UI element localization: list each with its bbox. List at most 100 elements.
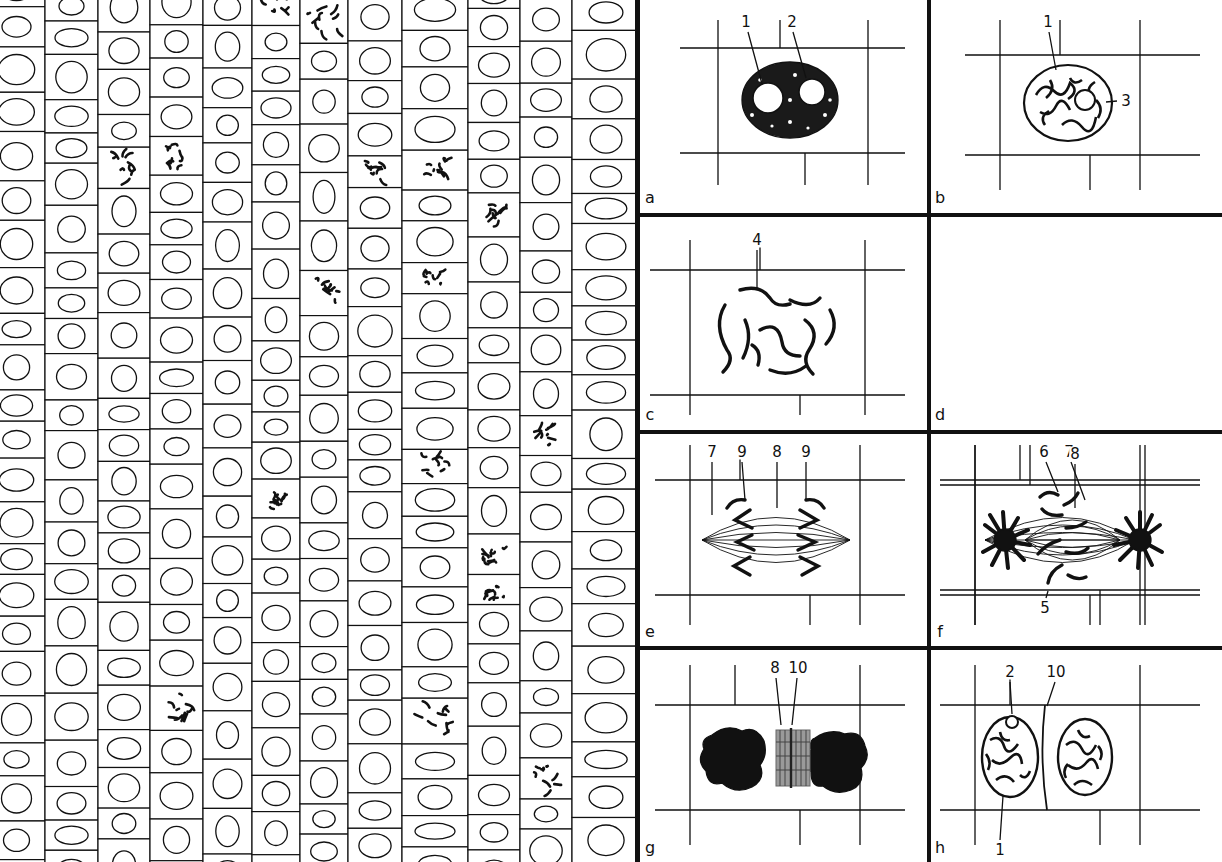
nucleus bbox=[109, 435, 138, 456]
cell-wall bbox=[150, 58, 203, 97]
illustration-part bbox=[1038, 492, 1088, 583]
cell-wall bbox=[98, 398, 150, 429]
nucleus bbox=[312, 687, 335, 706]
nucleus bbox=[56, 654, 86, 686]
nucleus bbox=[531, 335, 561, 364]
nucleus bbox=[481, 292, 508, 318]
nucleus bbox=[482, 693, 507, 717]
panel-letter: h bbox=[934, 840, 946, 856]
illustration-part bbox=[743, 320, 749, 358]
nucleus bbox=[265, 172, 287, 195]
nucleus bbox=[0, 469, 34, 491]
nucleus bbox=[420, 301, 450, 331]
cell-wall bbox=[402, 847, 468, 862]
nucleus bbox=[534, 379, 559, 408]
nucleus bbox=[586, 463, 625, 484]
cell-wall bbox=[402, 294, 468, 339]
nucleus bbox=[0, 99, 34, 126]
cell-wall bbox=[468, 775, 520, 814]
nucleus bbox=[360, 753, 391, 784]
cell-wall bbox=[252, 593, 300, 643]
cell-wall bbox=[45, 54, 98, 99]
cell-wall bbox=[572, 306, 635, 340]
illustration-part bbox=[702, 533, 850, 541]
cell-wall bbox=[300, 124, 348, 172]
nucleus bbox=[534, 806, 557, 822]
cell-wall bbox=[98, 461, 150, 501]
cell-wall bbox=[572, 0, 635, 30]
cell-wall bbox=[252, 643, 300, 682]
cell-wall bbox=[468, 534, 520, 575]
cell-wall bbox=[468, 84, 520, 123]
cell-wall bbox=[468, 683, 520, 727]
cell-wall bbox=[98, 0, 150, 32]
cell-wall bbox=[98, 273, 150, 313]
illustration-part bbox=[788, 120, 792, 124]
cell-wall bbox=[520, 292, 572, 328]
nucleus bbox=[55, 703, 88, 731]
nucleus bbox=[109, 241, 139, 265]
nucleus bbox=[215, 0, 241, 20]
cell-wall bbox=[203, 496, 252, 537]
cell-wall bbox=[252, 681, 300, 727]
nucleus bbox=[164, 612, 190, 634]
cell-wall bbox=[348, 81, 402, 114]
cell-wall bbox=[252, 0, 300, 25]
nucleus bbox=[359, 801, 391, 820]
nucleus bbox=[361, 278, 389, 298]
illustration-part bbox=[790, 298, 820, 305]
cell-wall bbox=[520, 492, 572, 542]
nucleus bbox=[1, 549, 33, 570]
nucleus bbox=[261, 98, 291, 118]
cell-wall bbox=[0, 181, 45, 221]
nucleus bbox=[0, 395, 32, 416]
chromosome bbox=[534, 766, 561, 796]
illustration-part bbox=[983, 512, 1162, 568]
nucleus bbox=[56, 859, 86, 862]
cell-wall bbox=[572, 224, 635, 270]
nucleus bbox=[363, 502, 388, 528]
chromosome bbox=[423, 270, 445, 285]
cell-wall bbox=[150, 429, 203, 464]
cell-wall bbox=[0, 696, 45, 743]
illustration-part bbox=[823, 113, 827, 117]
callout-number: 3 bbox=[1120, 94, 1132, 109]
nucleus bbox=[2, 703, 32, 735]
cell-wall bbox=[300, 601, 348, 647]
callout-number: 2 bbox=[1004, 665, 1016, 680]
cell-wall bbox=[98, 189, 150, 235]
nucleus bbox=[313, 90, 335, 113]
cell-wall bbox=[468, 644, 520, 683]
cell-wall bbox=[0, 220, 45, 267]
cell-wall bbox=[348, 539, 402, 581]
nucleus bbox=[264, 386, 288, 406]
cell-wall bbox=[0, 0, 45, 7]
nucleus bbox=[414, 0, 455, 21]
nucleus bbox=[533, 8, 560, 31]
nucleus bbox=[310, 404, 339, 434]
cell-wall bbox=[252, 299, 300, 341]
illustration-part bbox=[994, 529, 1016, 551]
cell-wall bbox=[520, 681, 572, 713]
nucleus bbox=[589, 2, 623, 23]
cell-wall bbox=[348, 392, 402, 429]
nucleus bbox=[0, 143, 32, 170]
cell-wall bbox=[300, 221, 348, 271]
callout-number: 1 bbox=[994, 843, 1006, 858]
nucleus bbox=[361, 5, 389, 30]
cell-wall bbox=[572, 742, 635, 777]
cell-wall bbox=[520, 0, 572, 41]
cell-wall bbox=[468, 47, 520, 84]
cell-wall bbox=[0, 47, 45, 92]
illustration-part bbox=[702, 540, 850, 563]
cell-wall bbox=[203, 222, 252, 269]
nucleus bbox=[262, 66, 289, 83]
cell-wall bbox=[348, 228, 402, 269]
nucleus bbox=[482, 496, 507, 527]
illustration-part bbox=[940, 445, 1200, 625]
nucleus bbox=[590, 540, 621, 561]
cell-wall bbox=[520, 829, 572, 862]
cell-wall bbox=[203, 711, 252, 759]
nucleus bbox=[480, 823, 508, 842]
